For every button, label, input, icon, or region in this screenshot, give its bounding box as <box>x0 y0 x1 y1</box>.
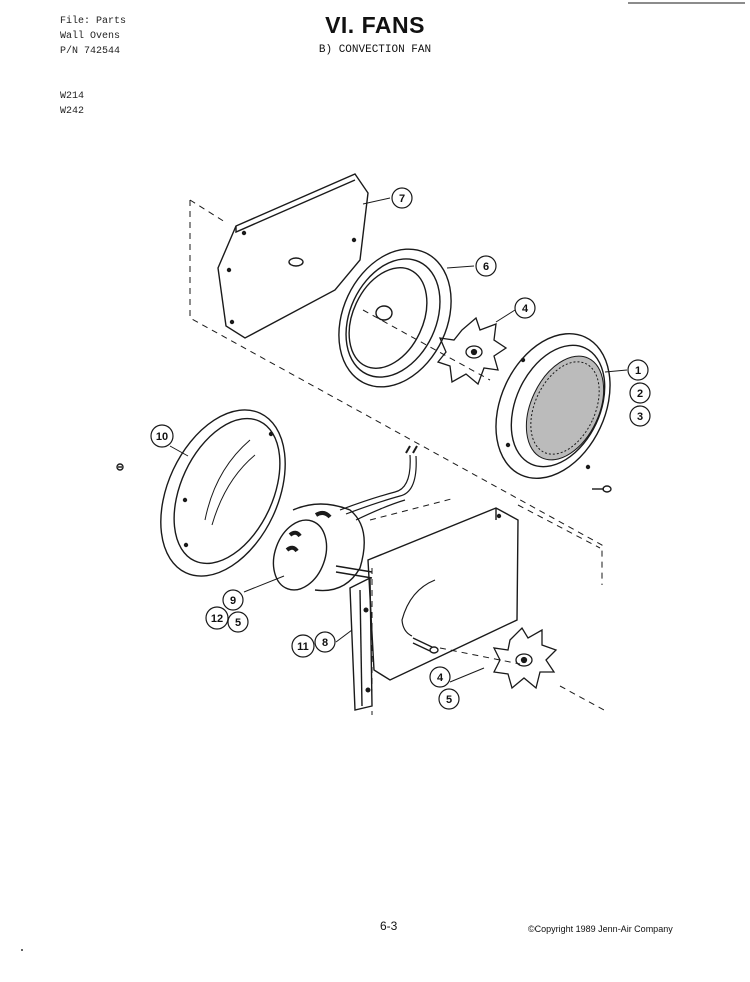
file-info-block: File: Parts Wall Ovens P/N 742544 <box>60 14 126 59</box>
callout-9: 9 <box>222 589 244 611</box>
callout-11: 11 <box>291 634 315 658</box>
leader-lines <box>169 197 628 683</box>
svg-text:11: 11 <box>297 641 309 653</box>
svg-text:1: 1 <box>635 365 641 377</box>
callout-1: 1 <box>627 359 649 381</box>
svg-text:4: 4 <box>437 672 444 684</box>
callout-2: 2 <box>629 382 651 404</box>
svg-text:8: 8 <box>322 637 328 649</box>
page-number: 6-3 <box>380 919 398 933</box>
svg-text:9: 9 <box>230 595 236 607</box>
motor-shroud <box>160 409 286 577</box>
part-number-line: P/N 742544 <box>60 46 121 57</box>
side-bracket <box>349 576 373 711</box>
fan-motor <box>272 445 418 592</box>
mounting-bolt <box>412 637 439 654</box>
grille-screw <box>592 485 612 493</box>
callout-6: 6 <box>475 255 497 277</box>
model-number: W214 <box>60 91 85 102</box>
front-grille <box>495 332 611 480</box>
shroud-screw <box>116 463 124 471</box>
svg-text:5: 5 <box>235 617 241 629</box>
svg-text:5: 5 <box>446 694 452 706</box>
callout-10: 10 <box>150 424 174 448</box>
callout-12: 12 <box>205 606 229 630</box>
motor-mounting-bracket <box>367 507 519 681</box>
page-subtitle: B) CONVECTION FAN <box>318 44 432 56</box>
callout-5-lower: 5 <box>438 688 460 710</box>
fan-housing-ring <box>338 248 452 388</box>
callout-4-upper: 4 <box>514 297 536 319</box>
file-line: File: Parts <box>60 16 127 27</box>
callout-7: 7 <box>391 187 413 209</box>
model-number: W242 <box>60 106 85 117</box>
product-line: Wall Ovens <box>60 31 121 42</box>
svg-text:10: 10 <box>156 431 168 443</box>
page-title: VI. FANS <box>325 12 425 38</box>
svg-text:2: 2 <box>637 388 643 400</box>
copyright-notice: ©Copyright 1989 Jenn-Air Company <box>528 924 673 934</box>
svg-text:12: 12 <box>211 613 223 625</box>
model-list: W214 W242 <box>60 89 84 119</box>
callout-markers: 7 6 4 1 2 3 10 9 12 5 11 8 4 5 <box>150 187 651 710</box>
svg-text:3: 3 <box>637 411 643 423</box>
fan-blade-lower <box>492 626 558 690</box>
callout-5-motor: 5 <box>227 611 249 633</box>
callout-8: 8 <box>314 631 336 653</box>
svg-text:6: 6 <box>483 261 489 273</box>
scan-speck <box>21 949 23 951</box>
svg-text:4: 4 <box>522 303 529 315</box>
callout-4-lower: 4 <box>429 666 451 688</box>
fan-blade-upper <box>436 316 508 386</box>
rear-cover-plate <box>217 173 369 339</box>
svg-text:7: 7 <box>399 193 405 205</box>
callout-3: 3 <box>629 405 651 427</box>
